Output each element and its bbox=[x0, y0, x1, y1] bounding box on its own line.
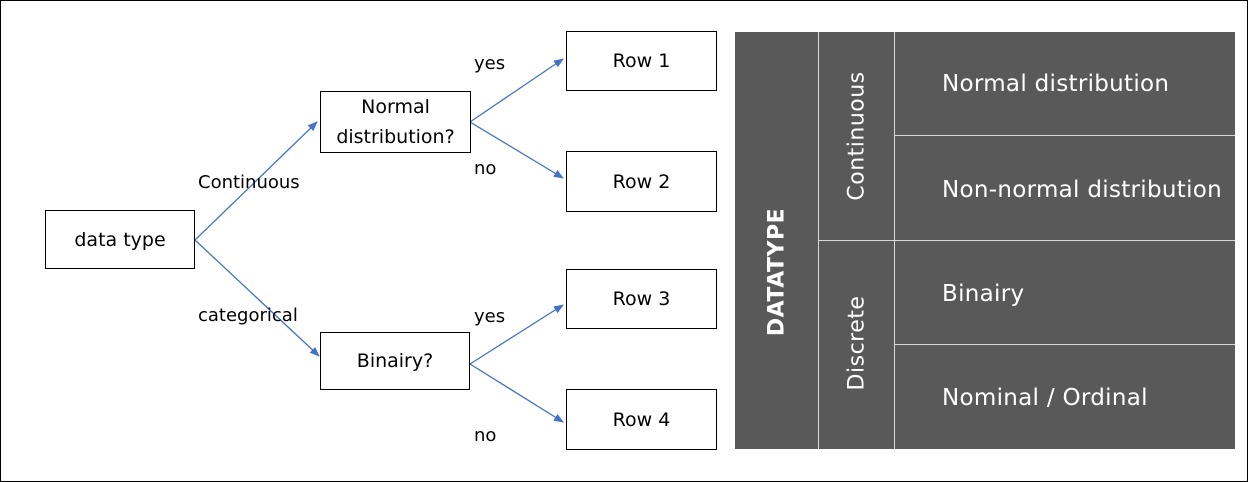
table-group-discrete: Discrete bbox=[844, 295, 870, 391]
table-divider-row1 bbox=[895, 135, 1235, 136]
edge-label-no-bottom: no bbox=[474, 425, 497, 446]
arrow-binairy-to-row4 bbox=[469, 363, 564, 423]
node-row-3: Row 3 bbox=[566, 269, 717, 329]
arrow-normal-to-row2 bbox=[469, 121, 564, 179]
edge-label-categorical: categorical bbox=[198, 305, 298, 326]
table-group-continuous: Continuous bbox=[844, 71, 870, 201]
arrow-binairy-to-row3 bbox=[469, 304, 564, 365]
edge-label-yes-bottom: yes bbox=[474, 306, 506, 327]
table-row-non-normal-distribution: Non-normal distribution bbox=[942, 177, 1223, 203]
table-divider-v1 bbox=[818, 32, 819, 449]
node-row-4: Row 4 bbox=[566, 389, 717, 450]
arrow-normal-to-row1 bbox=[469, 58, 564, 123]
node-row-2: Row 2 bbox=[566, 151, 717, 212]
node-row-3-label: Row 3 bbox=[612, 288, 671, 310]
table-row-normal-distribution: Normal distribution bbox=[942, 71, 1170, 97]
node-row-4-label: Row 4 bbox=[612, 408, 671, 431]
arrow-root-to-binairy bbox=[194, 239, 320, 357]
arrow-root-to-normal bbox=[194, 121, 318, 241]
edge-label-continuous: Continuous bbox=[198, 172, 300, 193]
node-binairy-label: Binairy? bbox=[356, 350, 434, 372]
node-binairy: Binairy? bbox=[320, 332, 470, 390]
edge-label-no-top: no bbox=[474, 158, 497, 179]
node-row-1: Row 1 bbox=[566, 31, 717, 91]
node-normal-distribution: Normal distribution? bbox=[320, 91, 471, 153]
node-row-2-label: Row 2 bbox=[612, 170, 671, 193]
node-normal-line1: Normal bbox=[361, 96, 430, 118]
table-divider-row3 bbox=[895, 344, 1235, 345]
datatype-table: DATATYPE Continuous Discrete Normal dist… bbox=[735, 32, 1235, 449]
node-normal-line2: distribution? bbox=[336, 126, 455, 148]
edge-label-yes-top: yes bbox=[474, 53, 506, 74]
table-header-datatype: DATATYPE bbox=[764, 207, 790, 337]
table-divider-group bbox=[819, 240, 1235, 241]
table-row-binairy: Binairy bbox=[942, 281, 1025, 307]
node-row-1-label: Row 1 bbox=[612, 50, 671, 72]
table-row-nominal-ordinal: Nominal / Ordinal bbox=[942, 385, 1148, 411]
node-data-type: data type bbox=[45, 210, 195, 269]
node-data-type-label: data type bbox=[74, 228, 166, 251]
